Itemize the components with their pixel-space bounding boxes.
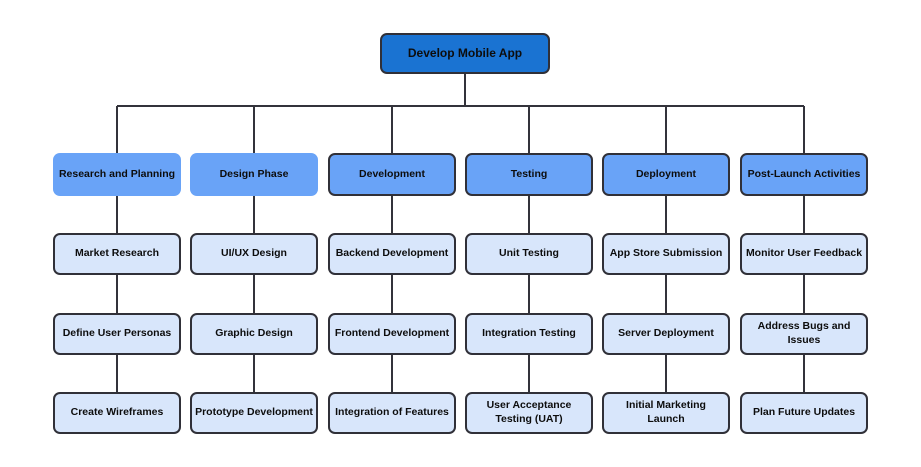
node-frontend-development[interactable]: Frontend Development [328, 313, 456, 355]
node-design-phase[interactable]: Design Phase [190, 153, 318, 196]
node-monitor-user-feedback[interactable]: Monitor User Feedback [740, 233, 868, 275]
node-initial-marketing-launch[interactable]: Initial Marketing Launch [602, 392, 730, 434]
node-graphic-design[interactable]: Graphic Design [190, 313, 318, 355]
node-user-acceptance-testing[interactable]: User Acceptance Testing (UAT) [465, 392, 593, 434]
node-unit-testing[interactable]: Unit Testing [465, 233, 593, 275]
node-develop-mobile-app[interactable]: Develop Mobile App [380, 33, 550, 74]
node-ui-ux-design[interactable]: UI/UX Design [190, 233, 318, 275]
node-testing[interactable]: Testing [465, 153, 593, 196]
node-post-launch-activities[interactable]: Post-Launch Activities [740, 153, 868, 196]
node-server-deployment[interactable]: Server Deployment [602, 313, 730, 355]
node-development[interactable]: Development [328, 153, 456, 196]
node-market-research[interactable]: Market Research [53, 233, 181, 275]
node-app-store-submission[interactable]: App Store Submission [602, 233, 730, 275]
node-address-bugs-and-issues[interactable]: Address Bugs and Issues [740, 313, 868, 355]
node-deployment[interactable]: Deployment [602, 153, 730, 196]
node-integration-testing[interactable]: Integration Testing [465, 313, 593, 355]
node-plan-future-updates[interactable]: Plan Future Updates [740, 392, 868, 434]
node-create-wireframes[interactable]: Create Wireframes [53, 392, 181, 434]
node-define-user-personas[interactable]: Define User Personas [53, 313, 181, 355]
node-prototype-development[interactable]: Prototype Development [190, 392, 318, 434]
node-backend-development[interactable]: Backend Development [328, 233, 456, 275]
node-integration-of-features[interactable]: Integration of Features [328, 392, 456, 434]
node-research-and-planning[interactable]: Research and Planning [53, 153, 181, 196]
